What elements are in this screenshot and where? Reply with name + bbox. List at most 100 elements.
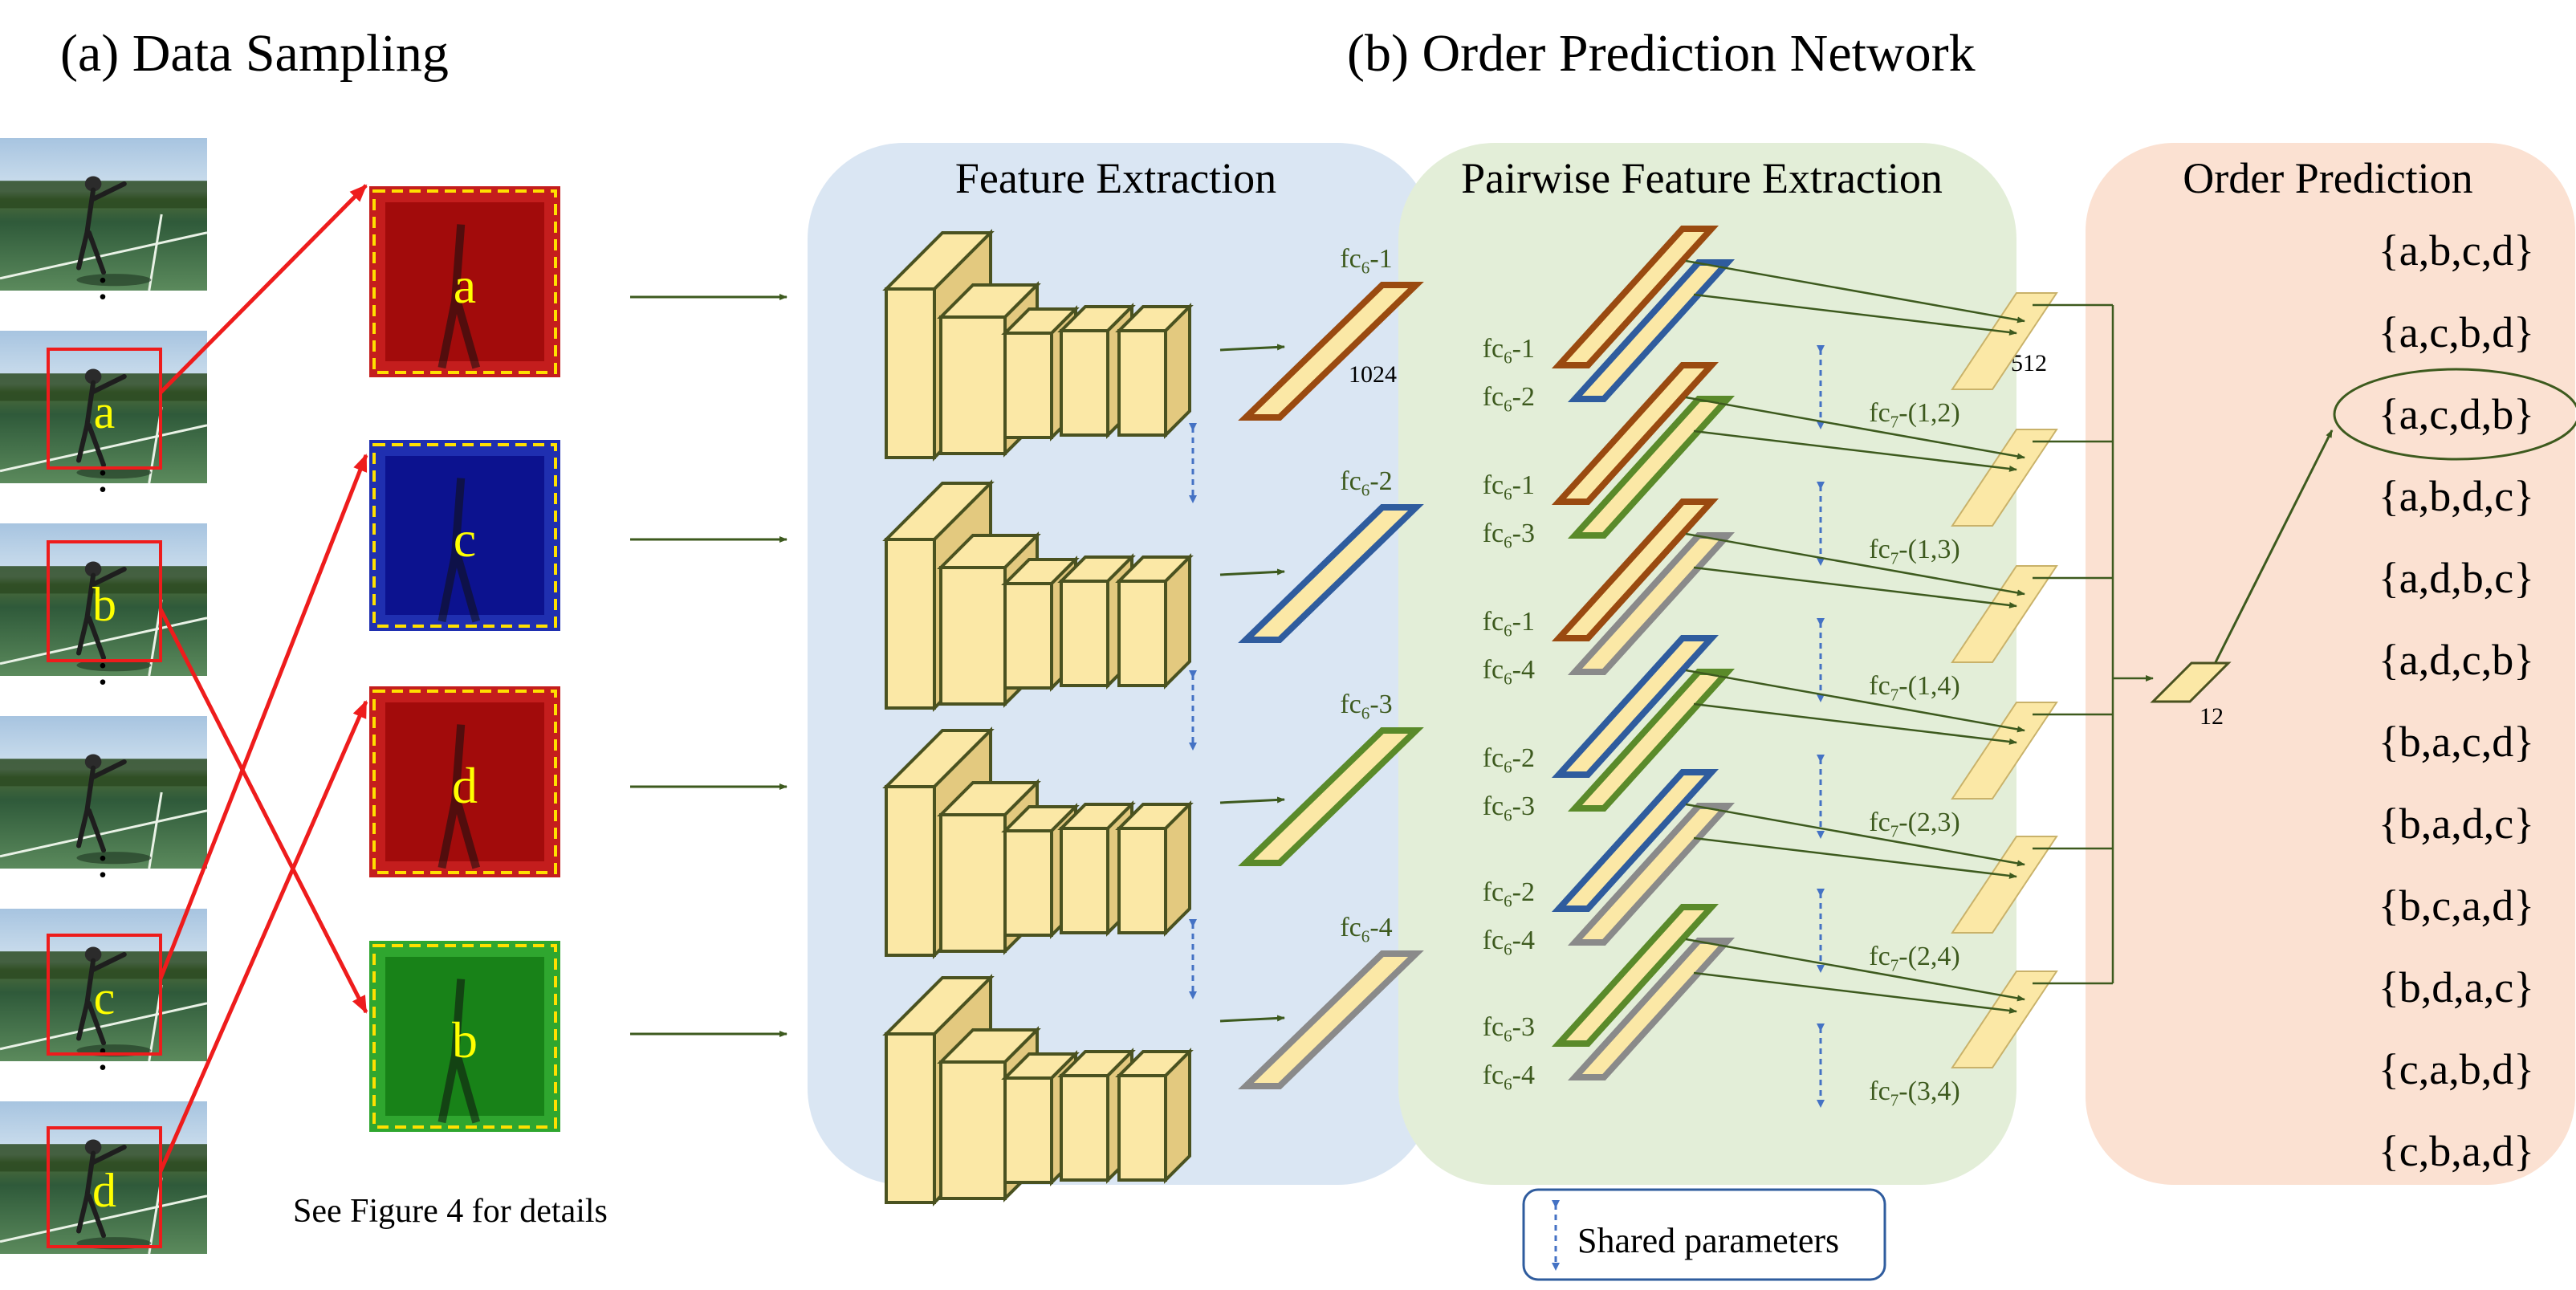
order-item: {a,c,d,b} [2379,390,2534,438]
block-front [1060,580,1109,687]
pair-slab-top [1551,499,1719,641]
feature-extraction-title: Feature Extraction [955,154,1276,202]
highlight-ellipse [2333,368,2576,461]
order-item: {c,b,a,d} [2379,1127,2534,1175]
order-item: {b,a,c,d} [2379,718,2534,766]
block-front [885,538,936,710]
conv-layer-block [1115,553,1194,690]
cnn-to-fc6-arrow [1219,1015,1285,1023]
fc7-slab [1951,702,2058,800]
block-front [939,315,1007,455]
pair-to-fc7-line [1693,702,2017,745]
pair-slab-top [1551,904,1719,1047]
order-item: {a,b,c,d} [2379,226,2534,275]
order-item: {b,c,a,d} [2379,881,2534,930]
block-side [1164,800,1191,937]
frame-court-line [0,1194,208,1243]
block-front [939,566,1007,706]
fc6-label: fc6-1 [1340,244,1392,277]
frame-court-line [0,231,208,280]
cnn-stack [882,974,1194,1207]
block-front [1117,580,1167,687]
frame-player-body [76,1145,127,1239]
pair-slab-top [1551,769,1719,912]
pair-to-fc7-line [1693,836,2017,879]
frame-crop-label: b [92,578,116,631]
frame-player-head [84,561,102,577]
fc7-label: fc7-(1,2) [1869,398,1959,431]
frame-ellipsis: : [96,645,109,694]
fc7-label: fc7-(1,3) [1869,535,1959,568]
frame-crop-label: d [92,1164,116,1217]
patch-dashed-border [372,443,557,628]
pair-to-fc7-line [1685,669,2025,733]
fc7-label: fc7-(2,3) [1869,808,1959,840]
frame-court-line [0,424,208,473]
pair-to-fc7-line [1685,938,2025,1002]
pair-to-fc7-line [1685,803,2025,867]
fc6-slab [1238,727,1424,866]
pairwise-features: 512 fc6-1fc6-2fc7-(1,2)fc6-1fc6-3fc7-(1,… [1483,226,2058,1109]
block-front [885,1032,936,1204]
block-front [1117,329,1167,437]
block-front [1117,827,1167,934]
patch-label: b [452,1011,478,1068]
conv-layer-block [1057,800,1136,937]
pair-to-fc7-line [1693,293,2017,336]
order-prediction-title: Order Prediction [2183,154,2472,202]
pair-label-top: fc6-3 [1483,1012,1535,1045]
frame-player-body [76,759,127,853]
fc7-slab [1951,836,2058,934]
pair-label-bottom: fc6-2 [1483,382,1535,415]
see-details-note: See Figure 4 for details [293,1193,608,1230]
frame-player-body [76,374,127,468]
frame-ellipsis: : [96,837,109,887]
pair-slab-bottom [1567,669,1736,812]
order-item: {c,a,b,d} [2379,1045,2534,1093]
pairwise-panel [1398,143,2016,1185]
legend-box [1522,1188,1886,1281]
pair-to-fc7-line [1685,532,2025,596]
fc6-dim-label: 1024 [1349,361,1397,388]
data-sampling-title: (a) Data Sampling [60,24,449,83]
fc6-label: fc6-3 [1340,690,1392,722]
block-front [1003,332,1053,439]
pair-label-top: fc6-1 [1483,607,1535,640]
fc7-slab [1951,429,2058,527]
block-front [939,813,1007,953]
pair-to-fc7-line [1693,971,2017,1014]
pair-to-fc7-line [1685,259,2025,324]
cnn-stack [882,229,1194,462]
pair-slab-bottom [1567,532,1736,675]
order-item: {a,c,b,d} [2379,308,2534,356]
pair-label-top: fc6-2 [1483,743,1535,776]
block-front [885,785,936,957]
sampled-patch: c [369,440,560,631]
pair-slab-bottom [1567,259,1736,402]
cnn-stack [882,726,1194,959]
patch-label: c [454,511,476,568]
frame-crop-box [47,348,162,470]
block-side [1164,553,1191,690]
frame-player-head [84,946,102,962]
output-dim-label: 12 [2200,703,2224,730]
frame-crop-label: a [94,385,116,438]
output-fc-slab [2150,661,2232,703]
block-front [1060,827,1109,934]
patch-player [437,724,481,869]
pairwise-title: Pairwise Feature Extraction [1461,154,1943,202]
block-front [1060,329,1109,437]
order-item: {a,b,d,c} [2379,472,2534,520]
cnn-to-fc6-arrow [1219,796,1285,804]
frame-court-line [148,791,163,869]
frame-player-shadow [76,274,152,287]
sampling-arrow [159,184,368,394]
fc7-slab [1951,292,2058,390]
frame-court-line [0,617,208,665]
frame-crop-label: c [94,971,116,1024]
fc6-label: fc6-4 [1340,913,1392,946]
